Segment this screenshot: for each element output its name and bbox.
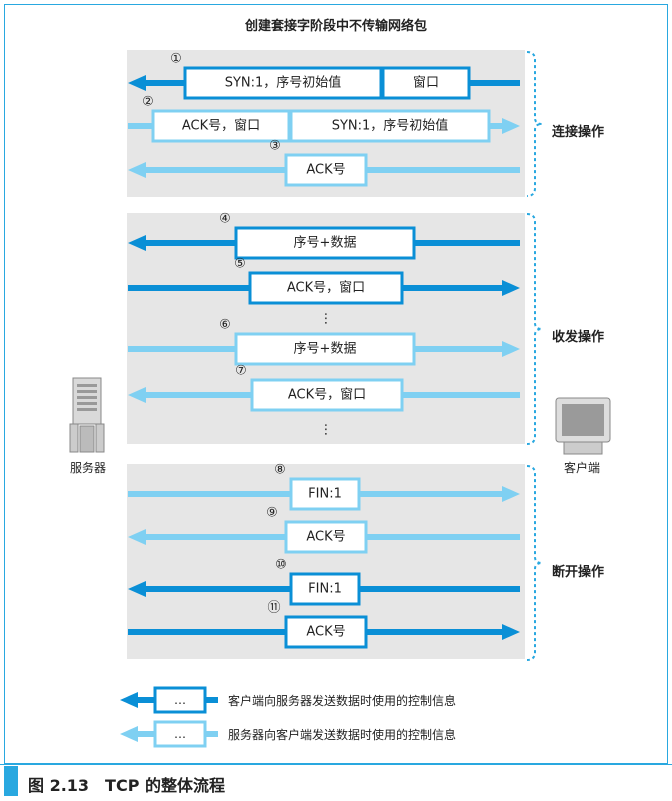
message-box (289, 109, 491, 143)
server-slot (77, 402, 97, 405)
message-arrow-3 (128, 153, 520, 187)
message-box-label: ACK号，窗口 (287, 280, 365, 296)
message-box-label: 序号+数据 (294, 342, 357, 357)
step-number: ⑩ (275, 558, 287, 573)
client-label: 客户端 (563, 461, 600, 475)
ellipsis-mark: ⋮ (320, 423, 333, 438)
message-box-label: 窗口 (413, 75, 439, 91)
transfer-phase-brace (526, 213, 543, 445)
message-box (151, 109, 291, 143)
phase-label-connect: 连接操作 (552, 125, 605, 140)
message-box-label: ACK号 (306, 163, 345, 178)
server-slot (77, 384, 97, 387)
legend-text-server: 服务器向客户端发送数据时使用的控制信息 (228, 728, 457, 742)
caption-marker (4, 766, 18, 796)
arrow-head (502, 118, 520, 134)
message-box-label: SYN:1，序号初始值 (332, 118, 449, 134)
message-box-label: FIN:1 (308, 582, 342, 597)
step-number: ⑦ (235, 364, 247, 379)
server-leg (69, 423, 79, 453)
figure-caption: 图 2.13 TCP 的整体流程 (28, 776, 226, 795)
message-box (248, 271, 404, 305)
legend-text-client: 客户端向服务器发送数据时使用的控制信息 (228, 694, 457, 708)
connect-phase-brace (526, 51, 543, 197)
arrow-head (502, 341, 520, 357)
arrow-head (128, 235, 146, 251)
phase-label-transfer: 收发操作 (552, 330, 605, 345)
message-box (289, 572, 361, 606)
server-label: 服务器 (69, 461, 106, 475)
legend-box-label: … (174, 727, 186, 741)
message-box (234, 226, 416, 260)
message-box (234, 332, 416, 366)
server-leg (95, 423, 105, 453)
message-arrow-1 (128, 66, 520, 100)
message-box (183, 66, 383, 100)
step-number: ③ (269, 139, 281, 154)
message-arrow-10 (128, 572, 520, 606)
message-arrow-5 (128, 271, 520, 305)
step-number: ⑧ (274, 463, 286, 478)
arrow-head (128, 162, 146, 178)
figure-frame (4, 4, 668, 764)
message-box (381, 66, 471, 100)
message-box-label: ACK号，窗口 (182, 118, 260, 134)
phase-label-close: 断开操作 (552, 565, 605, 580)
message-box-label: ACK号 (306, 530, 345, 545)
arrow-head (502, 280, 520, 296)
step-number: ① (170, 52, 182, 67)
message-arrow-4 (128, 226, 520, 260)
server-slot (77, 408, 97, 411)
arrow-head (128, 75, 146, 91)
diagram-title: 创建套接字阶段中不传输网络包 (244, 19, 427, 34)
legend-box (153, 720, 207, 748)
legend-arrow-head (120, 692, 138, 708)
legend-item-server (120, 720, 218, 748)
legend-box-label: … (174, 693, 186, 707)
message-box (284, 615, 368, 649)
arrow-head (128, 387, 146, 403)
message-box-label: ACK号，窗口 (288, 387, 366, 403)
client-computer-icon (555, 397, 611, 455)
legend-item-client (120, 686, 218, 714)
message-box (289, 477, 361, 511)
server-slot (77, 396, 97, 399)
message-arrow-8 (128, 477, 520, 511)
message-arrow-11 (128, 615, 520, 649)
server-base (79, 425, 95, 453)
step-number: ⑥ (219, 318, 231, 333)
ellipsis-mark: ⋮ (320, 312, 333, 327)
arrow-head (128, 581, 146, 597)
message-box-label: FIN:1 (308, 487, 342, 502)
arrow-head (128, 529, 146, 545)
step-number: ② (142, 95, 154, 110)
arrow-head (502, 624, 520, 640)
step-number: ⑤ (234, 257, 246, 272)
legend-box (153, 686, 207, 714)
message-arrow-2 (128, 109, 520, 143)
server-icon (69, 377, 105, 453)
monitor-screen (562, 404, 604, 436)
message-box (250, 378, 404, 412)
server-slot (77, 390, 97, 393)
message-box-label: SYN:1，序号初始值 (225, 75, 342, 91)
close-phase-brace (526, 465, 543, 661)
message-arrow-7 (128, 378, 520, 412)
message-box-label: 序号+数据 (294, 236, 357, 251)
arrow-head (502, 486, 520, 502)
message-arrow-9 (128, 520, 520, 554)
step-number: ⑪ (267, 601, 280, 616)
step-number: ④ (219, 212, 231, 227)
caption-bar (0, 764, 672, 801)
message-box (284, 520, 368, 554)
step-number: ⑨ (266, 506, 278, 521)
legend-arrow-head (120, 726, 138, 742)
message-box (284, 153, 368, 187)
message-box-label: ACK号 (306, 625, 345, 640)
monitor-stand (563, 441, 603, 455)
message-arrow-6 (128, 332, 520, 366)
